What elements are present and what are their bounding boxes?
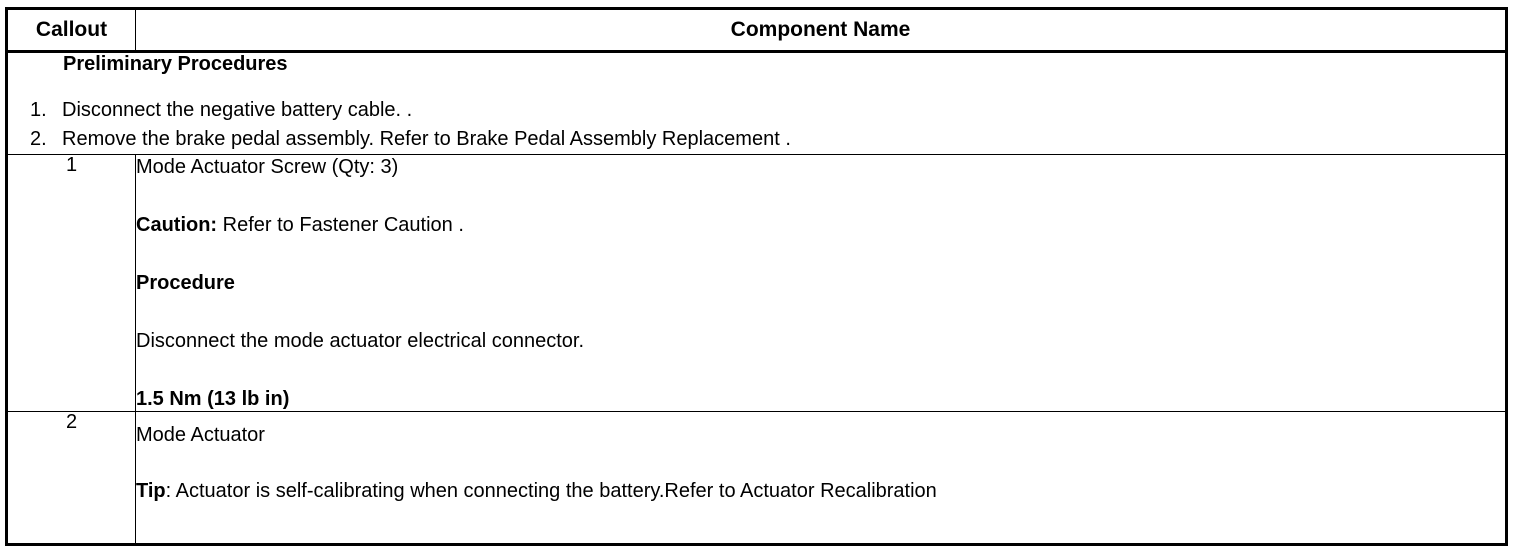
callout-number: 1: [6, 154, 136, 412]
procedure-heading: Procedure: [136, 271, 1505, 295]
component-title-text: Mode Actuator: [136, 424, 265, 446]
header-callout: Callout: [6, 8, 136, 53]
torque-spec: 1.5 Nm (13 lb in): [136, 387, 1505, 411]
step-number: 2.: [30, 128, 47, 150]
callout-number: 2: [6, 411, 136, 545]
preliminary-procedures-title: Preliminary Procedures: [63, 53, 288, 75]
tip-note: Tip: Actuator is self-calibrating when c…: [136, 479, 1505, 503]
caution-label: Caution:: [136, 214, 218, 236]
torque-spec-value: 1.5 Nm (13 lb in): [136, 388, 290, 410]
step-text: Remove the brake pedal assembly. Refer t…: [62, 128, 791, 150]
table-row: 2 Mode Actuator Tip: Actuator is self-ca…: [6, 411, 1507, 545]
header-component-name: Component Name: [135, 8, 1507, 53]
preliminary-procedures-row: Preliminary Procedures 1. Disconnect the…: [6, 51, 1507, 155]
list-item: 2. Remove the brake pedal assembly. Refe…: [8, 125, 1505, 154]
tip-label: Tip: [136, 480, 166, 502]
preliminary-procedures-cell: Preliminary Procedures 1. Disconnect the…: [6, 51, 1507, 155]
caution-note: Caution: Refer to Fastener Caution .: [136, 213, 1505, 237]
caution-text: Refer to Fastener Caution .: [217, 214, 464, 236]
table-header-row: Callout Component Name: [6, 8, 1507, 53]
procedure-step-text: Disconnect the mode actuator electrical …: [136, 330, 585, 352]
procedure-heading-label: Procedure: [136, 272, 235, 294]
procedure-step: Disconnect the mode actuator electrical …: [136, 329, 1505, 353]
step-number: 1.: [30, 99, 47, 121]
preliminary-steps-list: 1. Disconnect the negative battery cable…: [8, 96, 1505, 154]
tip-text: : Actuator is self-calibrating when conn…: [165, 480, 937, 502]
step-text: Disconnect the negative battery cable. .: [62, 99, 413, 121]
list-item: 1. Disconnect the negative battery cable…: [8, 96, 1505, 125]
component-title: Mode Actuator Screw (Qty: 3): [136, 155, 1505, 179]
component-description-cell: Mode Actuator Tip: Actuator is self-cali…: [135, 411, 1507, 545]
table-row: 1 Mode Actuator Screw (Qty: 3) Caution: …: [6, 154, 1507, 412]
component-title: Mode Actuator: [136, 423, 1505, 447]
component-title-text: Mode Actuator Screw (Qty: 3): [136, 156, 399, 178]
service-procedure-table: Callout Component Name Preliminary Proce…: [5, 7, 1508, 546]
component-description-cell: Mode Actuator Screw (Qty: 3) Caution: Re…: [135, 154, 1507, 412]
